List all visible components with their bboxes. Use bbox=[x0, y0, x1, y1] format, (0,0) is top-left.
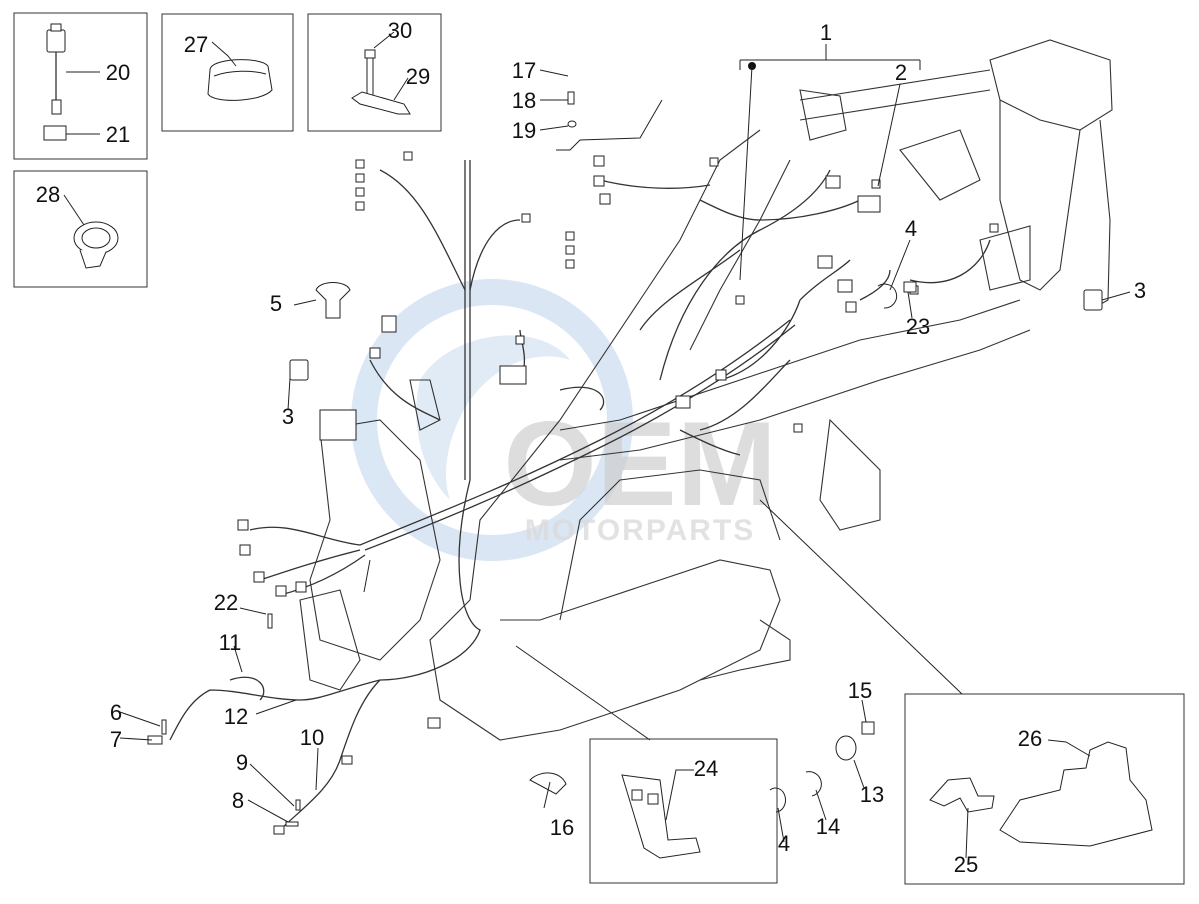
callout-27: 27 bbox=[184, 32, 208, 57]
inset-box-28 bbox=[13, 170, 148, 288]
watermark-logo: OEM MOTORPARTS bbox=[351, 279, 777, 561]
callout-17: 17 bbox=[512, 58, 536, 83]
callout-25: 25 bbox=[954, 852, 978, 877]
loose-parts bbox=[161, 91, 1103, 827]
callout-15: 15 bbox=[848, 678, 872, 703]
harness-connectors bbox=[147, 151, 999, 835]
inset-box-29-30 bbox=[307, 13, 442, 132]
callout-23: 23 bbox=[906, 314, 930, 339]
callout-20: 20 bbox=[106, 60, 130, 85]
callout-16: 16 bbox=[550, 815, 574, 840]
callout-8: 8 bbox=[232, 788, 244, 813]
watermark-subtext: MOTORPARTS bbox=[525, 514, 756, 547]
callout-24: 24 bbox=[694, 756, 718, 781]
callout-30: 30 bbox=[388, 18, 412, 43]
callout-6: 6 bbox=[110, 700, 122, 725]
inset-box-25-26 bbox=[904, 693, 1185, 885]
callout-19: 19 bbox=[512, 118, 536, 143]
callout-labels: 1 2 3 3 4 4 5 6 7 8 9 10 11 12 13 14 15 … bbox=[36, 18, 1146, 877]
watermark-text: OEM bbox=[503, 397, 776, 531]
callout-2: 2 bbox=[895, 60, 907, 85]
callout-28: 28 bbox=[36, 182, 60, 207]
callout-12: 12 bbox=[224, 704, 248, 729]
inset-box-27 bbox=[161, 13, 294, 132]
callout-22: 22 bbox=[214, 590, 238, 615]
callout-26: 26 bbox=[1018, 726, 1042, 751]
callout-4-lower: 4 bbox=[778, 831, 790, 856]
callout-1: 1 bbox=[820, 20, 832, 45]
wiring-harness bbox=[169, 160, 991, 831]
callout-4-upper: 4 bbox=[905, 216, 917, 241]
leader-lines bbox=[63, 31, 1131, 859]
callout-3-left: 3 bbox=[282, 404, 294, 429]
callout-11: 11 bbox=[219, 630, 242, 655]
callout-10: 10 bbox=[300, 725, 324, 750]
callout-14: 14 bbox=[816, 814, 840, 839]
callout-9: 9 bbox=[236, 750, 248, 775]
inset-box-24 bbox=[589, 738, 778, 884]
callout-7: 7 bbox=[110, 727, 122, 752]
callout-3-right: 3 bbox=[1134, 278, 1146, 303]
inset-box-20-21 bbox=[13, 12, 148, 160]
callout-5: 5 bbox=[270, 291, 282, 316]
callout-18: 18 bbox=[512, 88, 536, 113]
callout-13: 13 bbox=[860, 782, 884, 807]
callout-21: 21 bbox=[106, 122, 130, 147]
callout-29: 29 bbox=[406, 64, 430, 89]
